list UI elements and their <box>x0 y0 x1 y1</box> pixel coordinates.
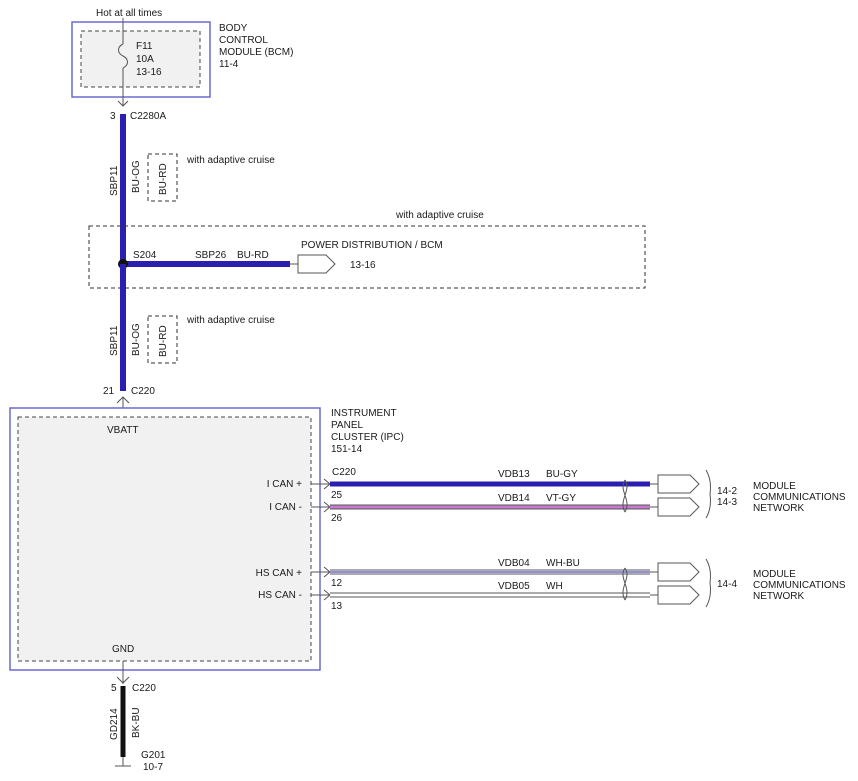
ipc-vbatt: VBATT <box>107 425 138 436</box>
wire-vdb05-color: WH <box>546 581 563 592</box>
network-2-line-3: NETWORK <box>753 591 804 602</box>
wire-vdb13-color: BU-GY <box>546 469 578 480</box>
ipc-gnd: GND <box>112 644 134 655</box>
pin-number-12: 12 <box>331 578 343 589</box>
twisted-pair-icon-ican <box>622 479 628 513</box>
hot-label: Hot at all times <box>96 8 162 19</box>
network-labels: 14-2 14-3 MODULE COMMUNICATIONS NETWORK … <box>717 481 846 602</box>
dest-arrow-icon-vdb05 <box>657 585 700 605</box>
pin-label-ican-plus: I CAN + <box>267 479 302 490</box>
bcm-title-4: 11-4 <box>219 59 239 70</box>
splice-dest-ref: 13-16 <box>350 260 376 271</box>
splice-color: BU-RD <box>237 250 269 261</box>
lower-alt-note: with adaptive cruise <box>186 315 275 326</box>
splice-note: with adaptive cruise <box>395 210 484 221</box>
can-wires: VDB13 BU-GY VDB14 VT-GY VDB04 WH-BU VDB0… <box>330 469 711 608</box>
splice-dest-arrow-icon <box>297 254 336 274</box>
splice-region: with adaptive cruise S204 SBP26 BU-RD PO… <box>88 210 646 289</box>
wire-vdb04-color: WH-BU <box>546 558 580 569</box>
network-2-line-1: MODULE <box>753 569 796 580</box>
ipc-connector-top: C220 <box>131 386 155 397</box>
bcm-title-2: CONTROL <box>219 35 268 46</box>
network-2-line-2: COMMUNICATIONS <box>753 580 846 591</box>
ground-connector: C220 <box>132 683 156 694</box>
dest-arrow-icon-vdb13 <box>657 474 700 494</box>
upper-alt-box <box>147 153 178 202</box>
ground-chevron-icon <box>116 676 130 684</box>
bcm-title-3: MODULE (BCM) <box>219 47 293 58</box>
brace-icon-network-2 <box>705 558 711 608</box>
brace-icon-network-1 <box>705 469 711 519</box>
ipc-pin-top: 21 <box>103 386 115 397</box>
pin-label-ican-minus: I CAN - <box>269 502 302 513</box>
lower-circuit: SBP11 <box>109 325 120 356</box>
lower-alt-color: BU-RD <box>158 325 169 357</box>
splice-id: S204 <box>133 250 157 261</box>
ipc-title-3: CLUSTER (IPC) <box>331 432 404 443</box>
ground-circuit: 5 C220 GD214 BK-BU G201 10-7 <box>109 661 166 773</box>
bcm-pin: 3 <box>110 111 116 122</box>
pin-label-hscan-plus: HS CAN + <box>256 568 303 579</box>
splice-dashed-box <box>88 225 646 289</box>
upper-alt-note: with adaptive cruise <box>186 155 275 166</box>
ipc-inner-box <box>17 416 312 662</box>
ground-circuit-id: GD214 <box>109 708 120 740</box>
dest-arrow-icon-vdb14 <box>657 497 700 517</box>
fuse-rating: 10A <box>136 54 154 65</box>
twisted-pair-icon-hscan <box>622 567 628 601</box>
pin-label-hscan-minus: HS CAN - <box>258 590 302 601</box>
network-1-line-1: MODULE <box>753 481 796 492</box>
dest-arrow-icon-vdb04 <box>657 562 700 582</box>
pin-number-25: 25 <box>331 490 343 501</box>
wire-vdb04-circuit: VDB04 <box>498 558 530 569</box>
bcm-module: Hot at all times F11 10A 13-16 BODY CONT… <box>71 8 293 122</box>
fuse-ref: 13-16 <box>136 67 162 78</box>
fuse-icon <box>118 43 128 69</box>
ground-color: BK-BU <box>131 707 142 738</box>
network-1-ref-1: 14-2 <box>717 486 737 497</box>
ipc-c220-label: C220 <box>332 467 356 478</box>
ground-pin: 5 <box>111 683 117 694</box>
splice-dest: POWER DISTRIBUTION / BCM <box>301 240 443 251</box>
wire-vdb14-circuit: VDB14 <box>498 493 530 504</box>
network-1-ref-2: 14-3 <box>717 497 737 508</box>
bcm-title-1: BODY <box>219 23 248 34</box>
upper-circuit: SBP11 <box>109 165 120 196</box>
bcm-connector: C2280A <box>130 111 166 122</box>
bcm-fuse-box <box>80 30 201 88</box>
pin-number-26: 26 <box>331 513 343 524</box>
ipc-title-1: INSTRUMENT <box>331 408 397 419</box>
ipc-title-4: 151-14 <box>331 444 363 455</box>
wire-vdb13-circuit: VDB13 <box>498 469 530 480</box>
ground-id: G201 <box>141 750 166 761</box>
fuse-id: F11 <box>136 41 153 52</box>
ipc-title-2: PANEL <box>331 420 363 431</box>
connector-chevron-icon <box>117 100 129 107</box>
network-2-ref-1: 14-4 <box>717 579 737 590</box>
lower-alt-box <box>147 315 178 364</box>
splice-circuit: SBP26 <box>195 250 227 261</box>
ground-ref: 10-7 <box>143 762 163 773</box>
upper-alt-color: BU-RD <box>158 163 169 195</box>
pin-number-13: 13 <box>331 601 343 612</box>
lower-color: BU-OG <box>131 323 142 356</box>
network-1-line-2: COMMUNICATIONS <box>753 492 846 503</box>
network-1-line-3: NETWORK <box>753 503 804 514</box>
ipc-module: 21 C220 INSTRUMENT PANEL CLUSTER (IPC) 1… <box>9 386 404 671</box>
wire-vdb14-color: VT-GY <box>546 493 576 504</box>
wire-vdb05-circuit: VDB05 <box>498 581 530 592</box>
upper-color: BU-OG <box>131 160 142 193</box>
